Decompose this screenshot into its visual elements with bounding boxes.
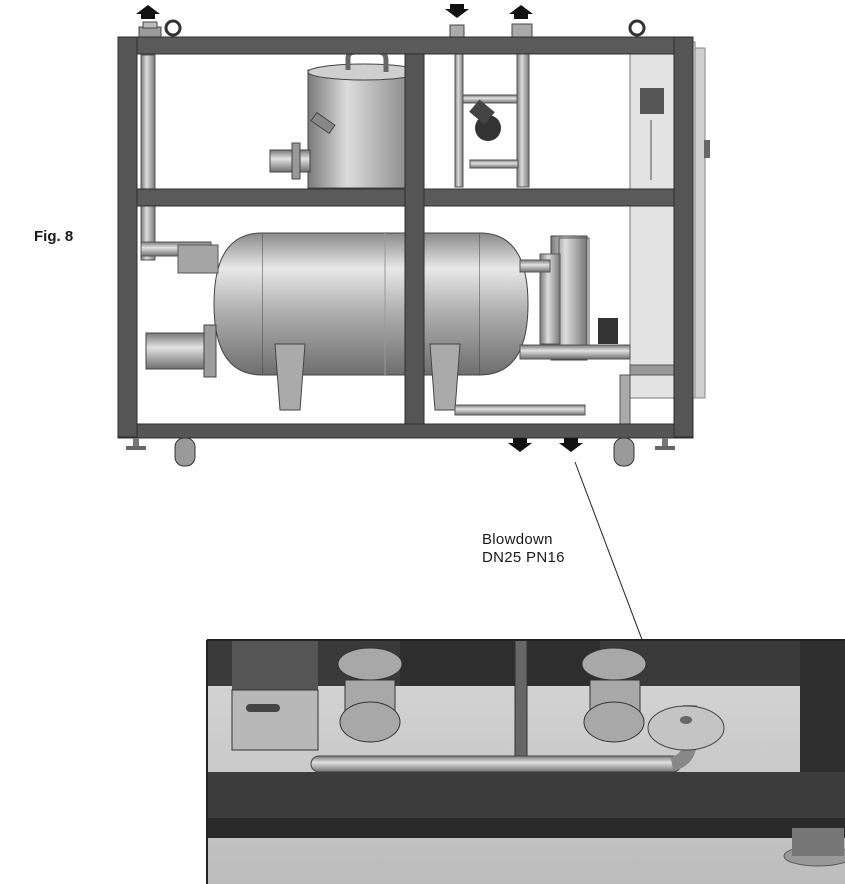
arrow-up-icon [136, 5, 160, 19]
arrow-up-icon [509, 5, 533, 19]
callout-title: Blowdown [482, 531, 553, 548]
frame [117, 36, 694, 439]
blowdown-callout: Blowdown DN25 PN16 [482, 531, 565, 567]
blowdown-detail-view [206, 639, 845, 884]
arrow-down-icon [445, 4, 469, 18]
arrow-down-icon [508, 438, 532, 452]
figure-label: Fig. 8 [34, 228, 74, 245]
arrow-down-icon [559, 438, 583, 452]
machine-overview [117, 4, 710, 467]
callout-spec: DN25 PN16 [482, 549, 565, 566]
